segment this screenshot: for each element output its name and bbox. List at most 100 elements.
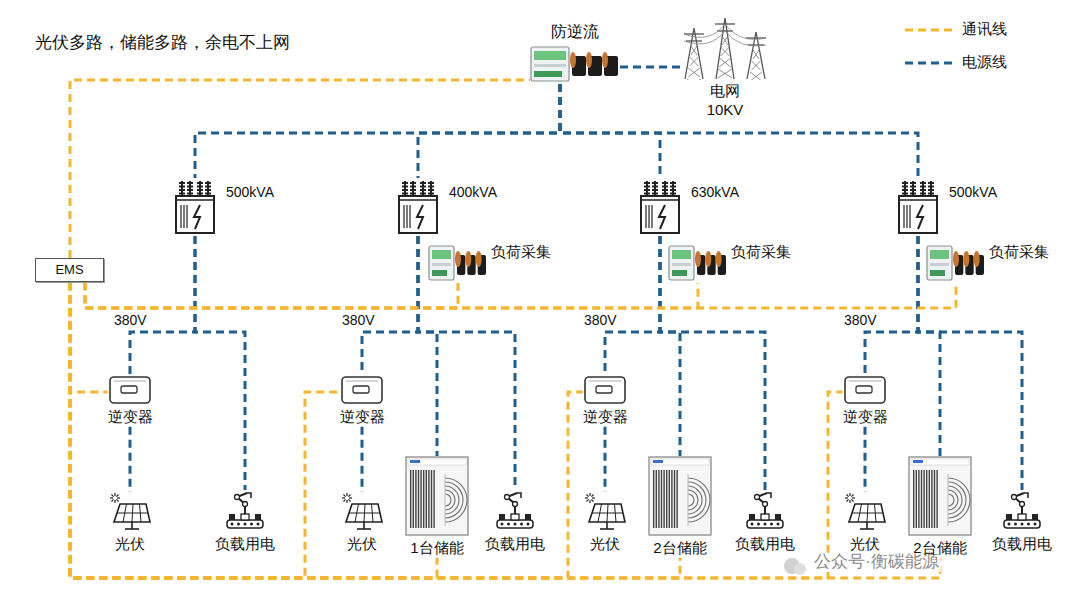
icon-part: [514, 523, 517, 526]
icon-part: [749, 514, 755, 520]
comm-line: [70, 282, 583, 578]
icon-part: [716, 251, 722, 267]
icon-part: [684, 33, 704, 34]
icon-part: [525, 514, 531, 520]
icon-part: [131, 522, 133, 529]
icon-part: [346, 381, 378, 382]
pv-panel: 光伏: [340, 492, 384, 554]
icon-part: [497, 520, 533, 528]
icon-part: [670, 182, 676, 184]
icon-part: [343, 499, 345, 501]
comm-line: [70, 80, 530, 258]
icon-part: [644, 189, 650, 191]
icon-part: [513, 502, 518, 507]
icon-part: [428, 182, 434, 184]
icon-part: [910, 186, 916, 188]
icon-part: [445, 486, 459, 514]
icon-part: [843, 492, 887, 532]
icon-part: [719, 58, 731, 67]
icon-part: [918, 470, 919, 528]
icon-part: [114, 500, 115, 503]
node-icon: [680, 10, 770, 80]
icon-part: [346, 493, 347, 496]
icon-part: [179, 186, 185, 188]
icon-part: [114, 381, 146, 382]
comm-line: [70, 282, 437, 578]
icon-part: [205, 182, 211, 184]
node-label: 逆变器: [108, 408, 153, 427]
node-label: 电网 10KV: [700, 82, 750, 120]
icon-part: [420, 182, 426, 184]
icon-part: [648, 456, 712, 536]
icon-part: [931, 470, 932, 528]
icon-part: [1004, 520, 1040, 528]
icon-part: [445, 490, 455, 510]
icon-part: [589, 381, 621, 382]
icon-part: [761, 514, 769, 520]
icon-part: [948, 478, 970, 522]
icon-part: [948, 482, 966, 518]
icon-part: [116, 499, 118, 501]
node-label: 逆变器: [340, 408, 385, 427]
icon-part: [930, 263, 949, 266]
icon-part: [671, 470, 672, 528]
icon-part: [117, 513, 148, 514]
icon-part: [752, 61, 761, 70]
ems-box: EMS: [35, 258, 104, 282]
node-icon: [635, 178, 685, 236]
icon-part: [753, 50, 759, 59]
icon-part: [433, 470, 434, 528]
icon-part: [114, 504, 150, 522]
icon-part: [589, 493, 590, 496]
icon-part: [243, 502, 248, 507]
icon-part: [570, 52, 576, 68]
node-label: 2台储能: [913, 539, 966, 558]
node-icon: [908, 456, 972, 536]
icon-part: [662, 186, 668, 188]
icon-part: [194, 205, 200, 229]
power-line: [418, 84, 560, 178]
icon-part: [343, 494, 345, 496]
icon-part: [688, 494, 694, 506]
icon-part: [465, 251, 471, 267]
icon-part: [917, 205, 923, 229]
node-label: 负荷采集: [731, 243, 791, 262]
node-icon: [108, 375, 152, 405]
icon-part: [852, 513, 883, 514]
icon-part: [420, 189, 426, 191]
icon-part: [530, 44, 620, 84]
icon-part: [428, 186, 434, 188]
icon-part: [423, 470, 424, 528]
icon-part: [432, 270, 447, 276]
pv-panel: 光伏: [843, 492, 887, 554]
icon-part: [649, 457, 711, 535]
icon-part: [777, 523, 780, 526]
icon-part: [417, 205, 423, 229]
icon-part: [501, 523, 504, 526]
icon-part: [348, 499, 350, 501]
icon-part: [845, 377, 885, 403]
icon-part: [596, 386, 612, 393]
icon-part: [534, 64, 566, 67]
icon-part: [843, 375, 887, 405]
power-line: [660, 236, 765, 490]
node-label: 500kVA: [949, 184, 997, 202]
icon-part: [719, 58, 731, 67]
icon-part: [197, 186, 203, 188]
icon-part: [651, 459, 709, 465]
node-icon: [926, 243, 986, 283]
icon-part: [670, 186, 676, 188]
node-label: 400kVA: [449, 184, 497, 202]
icon-part: [409, 205, 410, 228]
icon-part: [170, 178, 220, 236]
storage-cabinet: 2台储能: [648, 456, 712, 558]
icon-part: [663, 470, 664, 528]
icon-part: [688, 482, 706, 518]
icon-part: [851, 494, 853, 496]
icon-part: [237, 523, 240, 526]
icon-part: [934, 470, 935, 528]
icon-part: [926, 470, 927, 528]
icon-part: [645, 205, 646, 228]
icon-part: [410, 186, 416, 188]
icon-part: [851, 499, 853, 501]
